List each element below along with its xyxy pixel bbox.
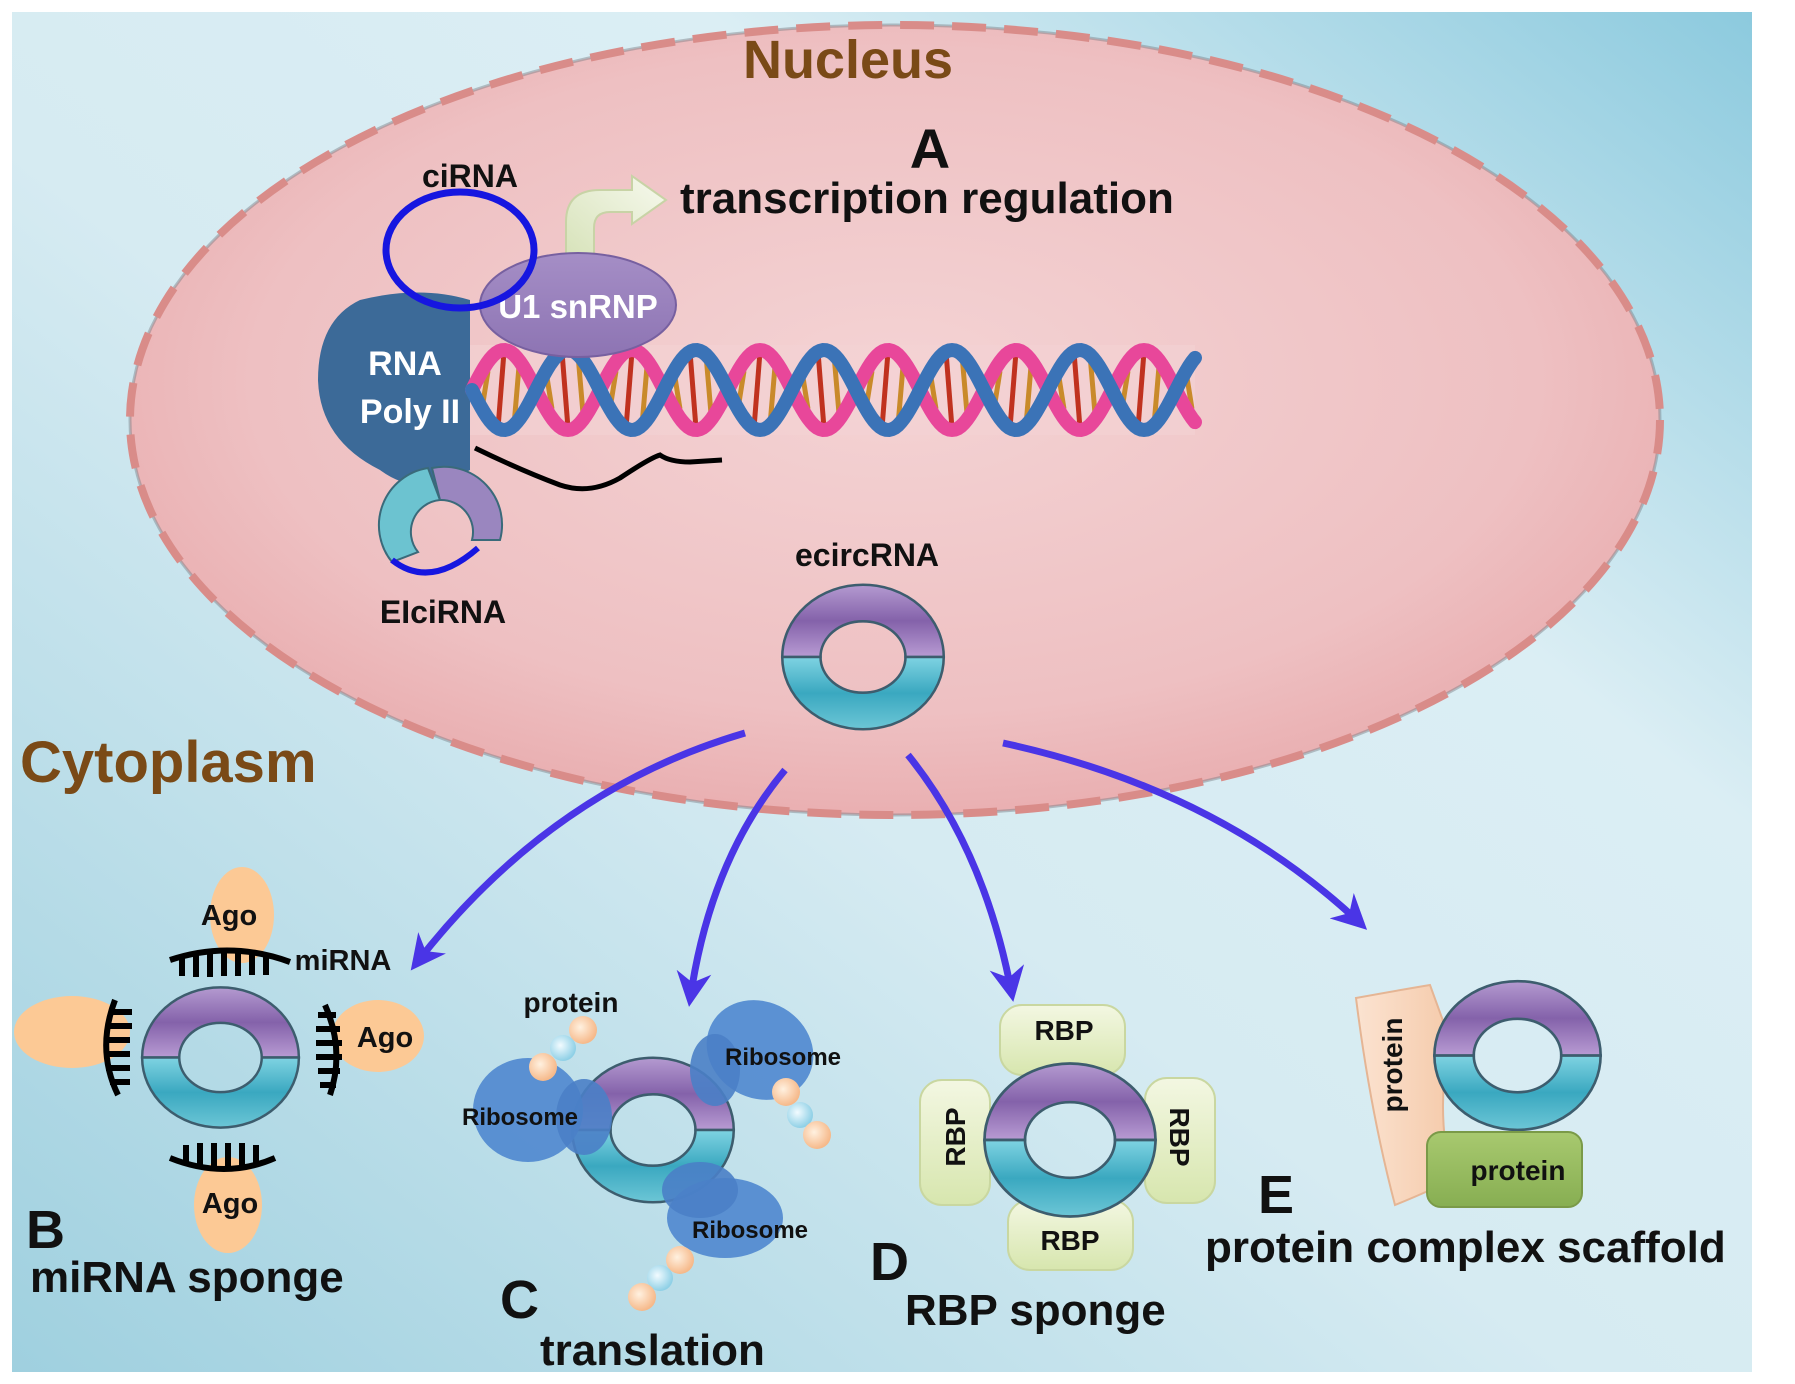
rbp-label-top: RBP — [1034, 1015, 1093, 1046]
ribosome-left — [473, 1058, 583, 1162]
panel-b-caption: miRNA sponge — [30, 1253, 344, 1302]
translation-illustration — [473, 1000, 831, 1311]
panel-d-letter: D — [870, 1232, 909, 1292]
protein-label-vertical: protein — [1377, 1018, 1408, 1113]
amino-acid-bead — [772, 1078, 800, 1106]
ago-protein-right — [332, 1000, 424, 1072]
ribosome-label-bottom: Ribosome — [692, 1217, 808, 1244]
mirna-sponge-ring-icon — [140, 985, 301, 1130]
dna-strand-blue — [465, 342, 1202, 438]
ago-protein-bottom — [194, 1157, 262, 1253]
panel-c-caption: translation — [540, 1326, 765, 1375]
dna-base-pair — [815, 351, 827, 429]
dna-base-pair — [751, 351, 763, 429]
nascent-rna-strand — [473, 445, 723, 492]
eicirna-icon — [377, 465, 503, 576]
amino-acid-bead — [666, 1246, 694, 1274]
panel-e-letter: E — [1258, 1165, 1294, 1225]
ago-label-top: Ago — [201, 900, 257, 932]
cytoplasm-title: Cytoplasm — [20, 730, 317, 795]
dna-double-helix — [465, 342, 1202, 438]
panel-a-letter: A — [910, 117, 950, 180]
panel-d-caption: RBP sponge — [905, 1286, 1166, 1335]
amino-acid-bead — [529, 1053, 557, 1081]
panel-e-caption: protein complex scaffold — [1205, 1223, 1726, 1272]
amino-acid-bead — [787, 1102, 813, 1128]
amino-acid-bead — [803, 1121, 831, 1149]
eicirna-label: EIciRNA — [380, 594, 506, 630]
protein-label-c: protein — [524, 987, 619, 1018]
dna-base-pair — [879, 351, 891, 429]
dna-base-pair — [943, 351, 955, 429]
rbp-label-bottom: RBP — [1040, 1225, 1099, 1256]
arrow-to-translation — [676, 767, 788, 1007]
dna-strand-pink — [465, 342, 1202, 438]
amino-acid-bead — [550, 1035, 576, 1061]
dna-base-pair — [559, 351, 571, 429]
ago-label-bottom: Ago — [202, 1188, 258, 1220]
rna-polymerase-ii — [318, 292, 470, 485]
protein-label-green: protein — [1471, 1155, 1566, 1186]
amino-acid-bead — [569, 1016, 597, 1044]
protein-green — [1426, 1131, 1583, 1208]
rna-pol-label-line2: Poly II — [360, 393, 460, 431]
mirna-label: miRNA — [295, 945, 392, 977]
arrow-to-rbp-sponge — [905, 752, 1025, 1002]
amino-acid-bead — [628, 1283, 656, 1311]
rbp-label-left: RBP — [940, 1107, 971, 1166]
panel-b-letter: B — [26, 1200, 65, 1260]
u1-snrnp-label: U1 snRNP — [498, 288, 658, 325]
dna-base-pair — [1071, 351, 1083, 429]
dna-base-pair — [495, 351, 507, 429]
ecircrna-ring-icon — [780, 583, 946, 731]
ago-protein-top — [210, 867, 274, 963]
dna-base-pair — [623, 351, 635, 429]
ago-protein-left — [14, 996, 130, 1068]
dna-base-pair — [1007, 351, 1019, 429]
ribosome-label-top-right: Ribosome — [725, 1044, 841, 1071]
ribosome-label-left: Ribosome — [462, 1104, 578, 1131]
transcription-arrow-icon — [565, 174, 668, 263]
dna-base-pair — [687, 351, 699, 429]
rbp-sponge-illustration — [919, 1004, 1216, 1271]
panel-a-caption: transcription regulation — [680, 174, 1174, 223]
mirna-sponge-illustration — [14, 867, 424, 1253]
arrow-to-protein-scaffold — [1002, 739, 1368, 930]
dna-base-pair — [1135, 351, 1147, 429]
nucleus-membrane-dashed — [126, 21, 1664, 819]
nucleus-title: Nucleus — [743, 30, 953, 90]
protein-scaffold-illustration — [1354, 979, 1603, 1208]
ecircrna-label: ecircRNA — [795, 537, 939, 573]
cirna-label: ciRNA — [422, 158, 518, 194]
amino-acid-bead — [647, 1265, 673, 1291]
arrow-to-mirna-sponge — [410, 729, 746, 971]
ago-label-right: Ago — [357, 1022, 413, 1054]
cirna-ring-icon — [382, 188, 538, 312]
panel-c-letter: C — [500, 1270, 539, 1330]
rna-pol-label-line1: RNA — [368, 345, 442, 383]
rbp-label-right: RBP — [1164, 1107, 1195, 1166]
